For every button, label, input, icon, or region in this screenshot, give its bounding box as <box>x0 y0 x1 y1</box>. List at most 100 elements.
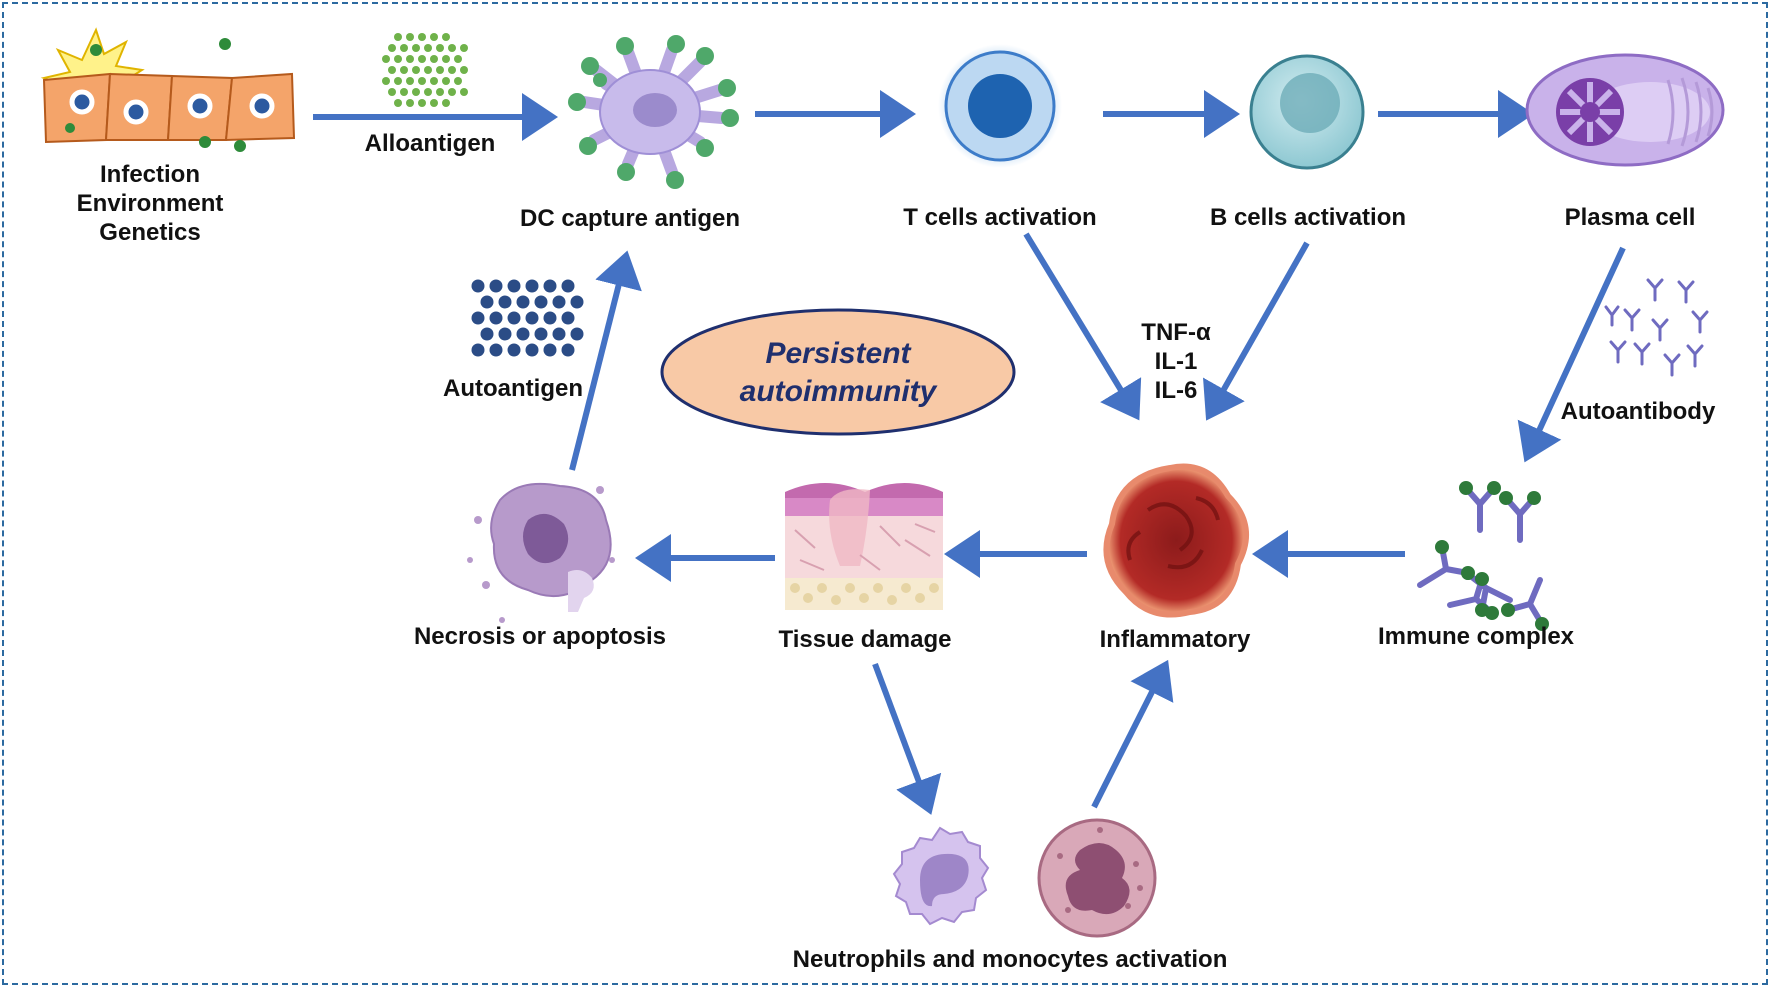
particle <box>561 343 575 357</box>
label-b-cells: B cells activation <box>1209 204 1407 231</box>
particle <box>525 311 539 325</box>
particle <box>448 66 456 74</box>
particle <box>412 88 420 96</box>
t-cell-icon <box>938 44 1062 168</box>
particle <box>516 295 530 309</box>
particle <box>418 77 426 85</box>
particle <box>430 99 438 107</box>
dendritic-cell-icon <box>568 35 739 189</box>
particle <box>424 66 432 74</box>
particle <box>424 88 432 96</box>
particle <box>442 33 450 41</box>
particle <box>498 327 512 341</box>
arrow-tissue-to-neutrophils <box>872 662 942 815</box>
label-infection: Infection <box>100 161 200 188</box>
arrow-b-to-inflammatory <box>1203 241 1310 421</box>
autoantigen-particles-icon <box>471 279 584 357</box>
label-dc: DC capture antigen <box>519 205 741 232</box>
particle <box>460 66 468 74</box>
label-tissue-damage: Tissue damage <box>778 626 952 653</box>
particle <box>436 44 444 52</box>
particle <box>400 44 408 52</box>
particle <box>454 55 462 63</box>
particle <box>400 88 408 96</box>
particle <box>570 295 584 309</box>
particle <box>388 44 396 52</box>
particle <box>460 44 468 52</box>
arrow-neutrophils-to-inflammatory <box>1091 659 1174 809</box>
particle <box>406 77 414 85</box>
label-necrosis: Necrosis or apoptosis <box>413 623 667 650</box>
particle <box>442 99 450 107</box>
particle <box>448 44 456 52</box>
particle <box>424 44 432 52</box>
particle <box>430 33 438 41</box>
arrow-plasma-to-complex <box>1517 246 1626 463</box>
immune-complex-icon <box>1417 481 1549 631</box>
particle <box>498 295 512 309</box>
particle <box>406 55 414 63</box>
label-inflammatory: Inflammatory <box>1099 626 1251 653</box>
label-il6: IL-6 <box>1154 377 1198 404</box>
particle <box>394 77 402 85</box>
neutrophil-icon <box>892 826 990 926</box>
particle <box>543 343 557 357</box>
particle <box>525 343 539 357</box>
center-title-line2: autoimmunity <box>739 375 937 408</box>
label-environment: Environment <box>76 190 224 217</box>
particle <box>436 88 444 96</box>
label-autoantibody: Autoantibody <box>1560 398 1716 425</box>
particle <box>543 279 557 293</box>
arrows <box>313 90 1626 815</box>
particle <box>412 44 420 52</box>
particle <box>406 33 414 41</box>
infected-epithelial-cells-icon <box>40 27 296 152</box>
autoantibody-icon <box>1604 278 1709 377</box>
particle <box>460 88 468 96</box>
necrotic-cell-icon <box>467 482 615 623</box>
particle <box>507 311 521 325</box>
particle <box>570 327 584 341</box>
particle <box>442 55 450 63</box>
b-cell-icon <box>1249 54 1365 170</box>
plasma-cell-icon <box>1525 53 1725 167</box>
particle <box>394 99 402 107</box>
particle <box>418 33 426 41</box>
particle <box>552 295 566 309</box>
center-ellipse <box>660 308 1016 436</box>
particle <box>388 88 396 96</box>
particle <box>561 311 575 325</box>
particle <box>471 311 485 325</box>
particle <box>382 55 390 63</box>
particle <box>507 279 521 293</box>
particle <box>534 327 548 341</box>
particle <box>430 77 438 85</box>
arrow-necrosis-to-dc <box>569 250 642 471</box>
particle <box>489 343 503 357</box>
particle <box>543 311 557 325</box>
particle <box>552 327 566 341</box>
label-plasma: Plasma cell <box>1564 204 1696 231</box>
particle <box>516 327 530 341</box>
particle <box>480 327 494 341</box>
particle <box>436 66 444 74</box>
monocyte-icon <box>1037 818 1157 938</box>
particle <box>400 66 408 74</box>
particle <box>412 66 420 74</box>
particle <box>525 279 539 293</box>
label-il1: IL-1 <box>1154 348 1198 375</box>
particle <box>561 279 575 293</box>
particle <box>418 99 426 107</box>
skin-tissue-icon <box>785 483 943 610</box>
inflamed-tissue-icon <box>1103 463 1249 618</box>
particle <box>489 279 503 293</box>
particle <box>406 99 414 107</box>
label-alloantigen: Alloantigen <box>364 130 496 157</box>
label-genetics: Genetics <box>99 219 201 246</box>
particle <box>442 77 450 85</box>
label-neutrophils: Neutrophils and monocytes activation <box>792 946 1228 973</box>
particle <box>507 343 521 357</box>
particle <box>448 88 456 96</box>
